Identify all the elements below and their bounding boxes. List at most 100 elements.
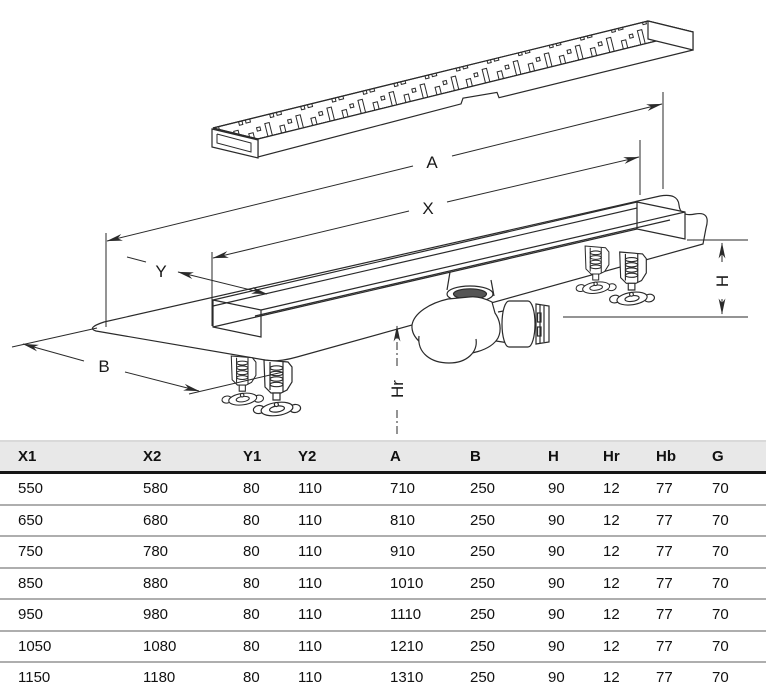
table-cell: 1310 bbox=[355, 662, 462, 685]
table-cell: 90 bbox=[538, 472, 588, 506]
table-cell: 80 bbox=[228, 599, 283, 632]
table-header: X1 X2 Y1 Y2 A B H Hr Hb G bbox=[0, 440, 766, 474]
table-cell: 810 bbox=[355, 504, 462, 537]
table-cell: 90 bbox=[538, 536, 588, 569]
table-cell: 80 bbox=[228, 567, 283, 600]
label-A: A bbox=[426, 153, 438, 172]
drain-diagram-svg: A X Y B H Hr bbox=[11, 20, 748, 436]
table-cell: 250 bbox=[462, 662, 538, 685]
table-cell: 650 bbox=[0, 504, 125, 537]
table-cell: 70 bbox=[698, 567, 766, 600]
col-header-g: G bbox=[698, 440, 766, 474]
col-header-b: B bbox=[462, 440, 538, 474]
outlet-end bbox=[535, 303, 550, 345]
table-cell: 1050 bbox=[0, 630, 125, 663]
channel-body bbox=[212, 201, 686, 338]
label-Hr: Hr bbox=[388, 380, 407, 398]
table-cell: 1150 bbox=[0, 662, 125, 685]
label-B: B bbox=[98, 357, 109, 376]
dim-X bbox=[212, 156, 640, 259]
table-cell: 77 bbox=[643, 472, 698, 506]
col-header-y2: Y2 bbox=[283, 440, 355, 474]
dim-Y bbox=[126, 256, 268, 295]
table-cell: 77 bbox=[643, 630, 698, 663]
label-Y: Y bbox=[155, 262, 166, 281]
table-cell: 80 bbox=[228, 630, 283, 663]
table-cell: 250 bbox=[462, 599, 538, 632]
table-cell: 250 bbox=[462, 472, 538, 506]
table-cell: 880 bbox=[125, 567, 228, 600]
label-H: H bbox=[713, 275, 732, 287]
table-cell: 250 bbox=[462, 630, 538, 663]
table-cell: 77 bbox=[643, 567, 698, 600]
perforated-grate bbox=[211, 20, 694, 159]
table-cell: 580 bbox=[125, 472, 228, 506]
table-cell: 250 bbox=[462, 567, 538, 600]
table-cell: 80 bbox=[228, 504, 283, 537]
table-cell: 90 bbox=[538, 662, 588, 685]
table-cell: 110 bbox=[283, 630, 355, 663]
table-cell: 110 bbox=[283, 504, 355, 537]
col-header-x2: X2 bbox=[125, 440, 228, 474]
table-cell: 77 bbox=[643, 662, 698, 685]
table-cell: 90 bbox=[538, 599, 588, 632]
table-cell: 550 bbox=[0, 472, 125, 506]
table-cell: 110 bbox=[283, 536, 355, 569]
table-cell: 12 bbox=[588, 599, 643, 632]
table-cell: 980 bbox=[125, 599, 228, 632]
dimension-lines bbox=[11, 92, 748, 436]
table-cell: 1180 bbox=[125, 662, 228, 685]
table-cell: 250 bbox=[462, 504, 538, 537]
table-cell: 680 bbox=[125, 504, 228, 537]
table-cell: 12 bbox=[588, 567, 643, 600]
table-cell: 1010 bbox=[355, 567, 462, 600]
grate-right-end bbox=[647, 20, 694, 51]
col-header-a: A bbox=[355, 440, 462, 474]
table-cell: 12 bbox=[588, 472, 643, 506]
dimension-labels: A X Y B H Hr bbox=[98, 153, 732, 398]
table-cell: 780 bbox=[125, 536, 228, 569]
channel-left-end bbox=[212, 299, 262, 338]
table-cell: 70 bbox=[698, 504, 766, 537]
col-header-hr: Hr bbox=[588, 440, 643, 474]
table-cell: 70 bbox=[698, 472, 766, 506]
table-cell: 110 bbox=[283, 599, 355, 632]
table-cell: 12 bbox=[588, 536, 643, 569]
table-cell: 1110 bbox=[355, 599, 462, 632]
technical-drawing: A X Y B H Hr bbox=[11, 20, 748, 436]
table-cell: 70 bbox=[698, 536, 766, 569]
table-cell: 1080 bbox=[125, 630, 228, 663]
table-cell: 70 bbox=[698, 662, 766, 685]
table-cell: 1210 bbox=[355, 630, 462, 663]
table-header-row: X1 X2 Y1 Y2 A B H Hr Hb G bbox=[0, 440, 766, 474]
table-cell: 90 bbox=[538, 504, 588, 537]
col-header-hb: Hb bbox=[643, 440, 698, 474]
table-cell: 90 bbox=[538, 630, 588, 663]
table-cell: 110 bbox=[283, 472, 355, 506]
outlet-coupling bbox=[501, 300, 536, 348]
col-header-h: H bbox=[538, 440, 588, 474]
trap-cup bbox=[418, 335, 477, 364]
col-header-x1: X1 bbox=[0, 440, 125, 474]
dim-A bbox=[106, 103, 663, 242]
table-cell: 80 bbox=[228, 536, 283, 569]
table-cell: 110 bbox=[283, 567, 355, 600]
col-header-y1: Y1 bbox=[228, 440, 283, 474]
table-cell: 110 bbox=[283, 662, 355, 685]
table-cell: 12 bbox=[588, 504, 643, 537]
table-cell: 12 bbox=[588, 630, 643, 663]
table-cell: 12 bbox=[588, 662, 643, 685]
table-cell: 710 bbox=[355, 472, 462, 506]
table-cell: 70 bbox=[698, 599, 766, 632]
table-cell: 80 bbox=[228, 472, 283, 506]
table-cell: 90 bbox=[538, 567, 588, 600]
label-X: X bbox=[422, 199, 433, 218]
